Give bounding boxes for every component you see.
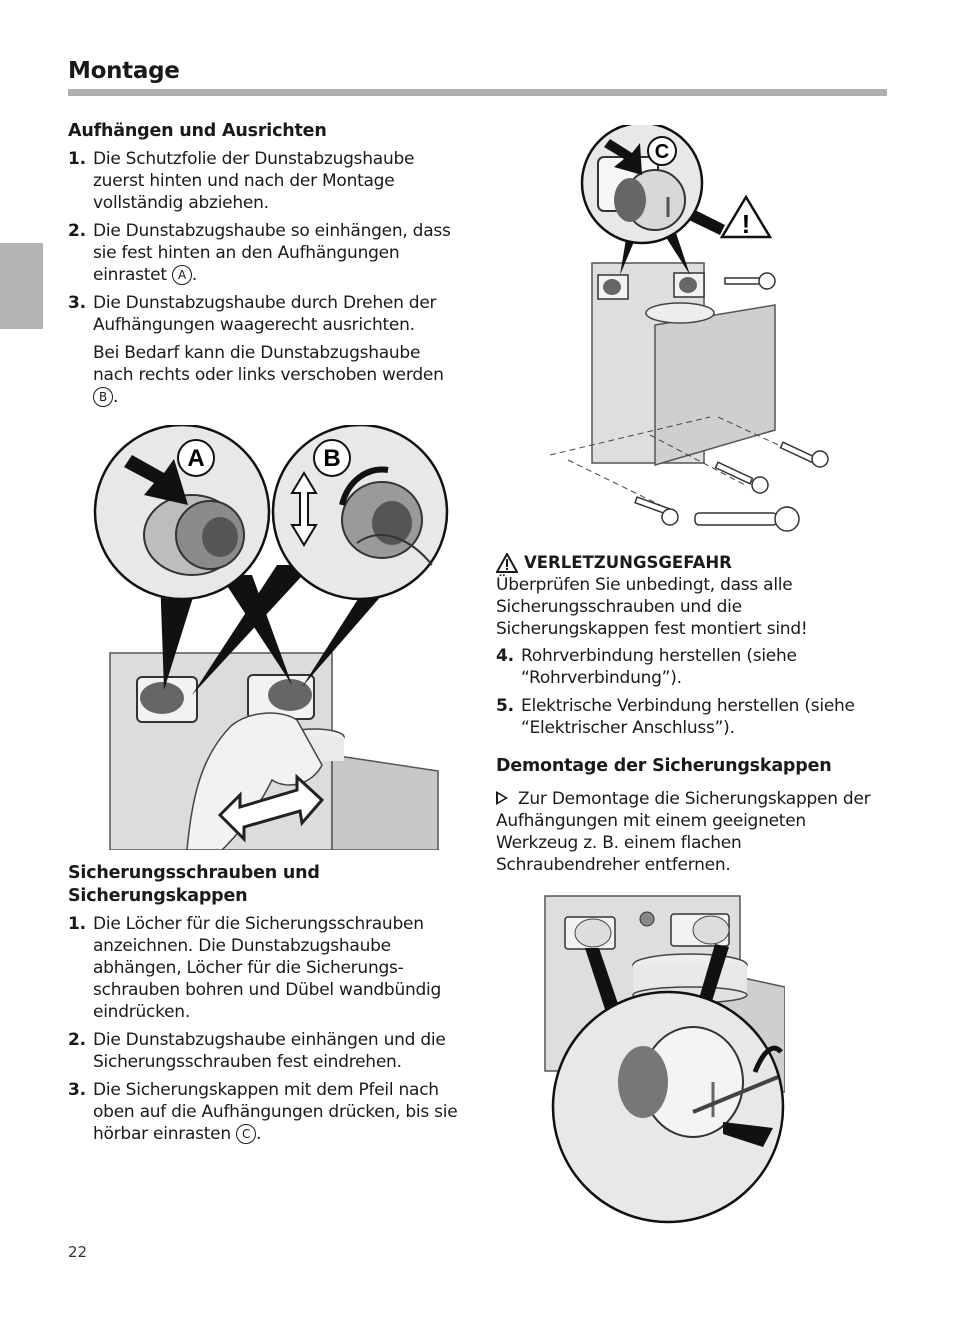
continued-steps: 4. Rohrverbindung herstellen (siehe “Roh… <box>496 645 888 739</box>
list-item: 2. Die Dunstabzugshaube so einhängen, da… <box>68 221 451 285</box>
list-item: 2. Die Dunstabzugshaube einhängen und di… <box>68 1030 446 1072</box>
figure-screws-caps: C ! <box>549 121 840 540</box>
list-item: 5. Elektrische Verbindung herstellen (si… <box>496 696 855 738</box>
figure-label-b: B <box>323 445 340 472</box>
figure-label-a: A <box>187 445 204 472</box>
figure-remove-caps <box>543 892 786 1224</box>
warning-triangle-icon <box>496 553 518 573</box>
hanging-steps: 1. Die Schutzfolie der Dunstabzugshaube … <box>68 148 458 336</box>
ref-c-badge: C <box>236 1124 257 1144</box>
figure-screws-caps-drawing: C ! <box>549 121 829 532</box>
figure-hang-adjust-drawing: A B <box>93 423 449 851</box>
remove-text: Zur Demontage die Sicherungskappen der A… <box>496 789 871 875</box>
warning-block: VERLETZUNGSGEFAHR Überprüfen Sie unbedin… <box>496 552 888 876</box>
section-hanging: Aufhängen und Ausrichten 1. Die Schutzfo… <box>68 120 458 408</box>
list-item: 4. Rohrverbindung herstellen (siehe “Roh… <box>496 646 797 688</box>
list-item: 3. Die Sicherungskappen mit dem Pfeil na… <box>68 1080 458 1144</box>
section-screws: Sicherungsschrauben und Sicherungskappen… <box>68 862 458 1151</box>
list-item: 3. Die Dunstabzugshaube durch Drehen der… <box>68 293 437 335</box>
warning-text: Überprüfen Sie unbedingt, dass alle Sich… <box>496 575 808 639</box>
section-title-hanging: Aufhängen und Ausrichten <box>68 121 327 141</box>
side-tab-marker <box>0 243 43 329</box>
ref-b-badge: B <box>93 387 113 407</box>
screws-steps: 1. Die Löcher für die Sicherungsschraube… <box>68 913 458 1145</box>
warning-title: VERLETZUNGSGEFAHR <box>496 552 888 574</box>
page-title: Montage <box>68 58 180 84</box>
ref-a-badge: A <box>171 265 192 285</box>
list-item: 1. Die Schutzfolie der Dunstabzugshaube … <box>68 149 415 213</box>
play-arrow-icon <box>496 791 508 805</box>
page-number: 22 <box>68 1243 88 1261</box>
list-item: 1. Die Löcher für die Sicherungsschraube… <box>68 914 442 1022</box>
section-title-screws: Sicherungsschrauben und Sicherungskappen <box>68 863 320 906</box>
figure-remove-caps-drawing <box>544 895 786 1224</box>
figure-label-c: C <box>655 141 669 163</box>
figure-hang-adjust: A B <box>92 423 452 851</box>
section-title-remove: Demontage der Sicherungskappen <box>496 756 832 776</box>
hanging-note: Bei Bedarf kann die Dunstabzugshaube nac… <box>93 343 444 407</box>
warning-mark: ! <box>742 209 751 239</box>
title-rule <box>68 89 887 96</box>
